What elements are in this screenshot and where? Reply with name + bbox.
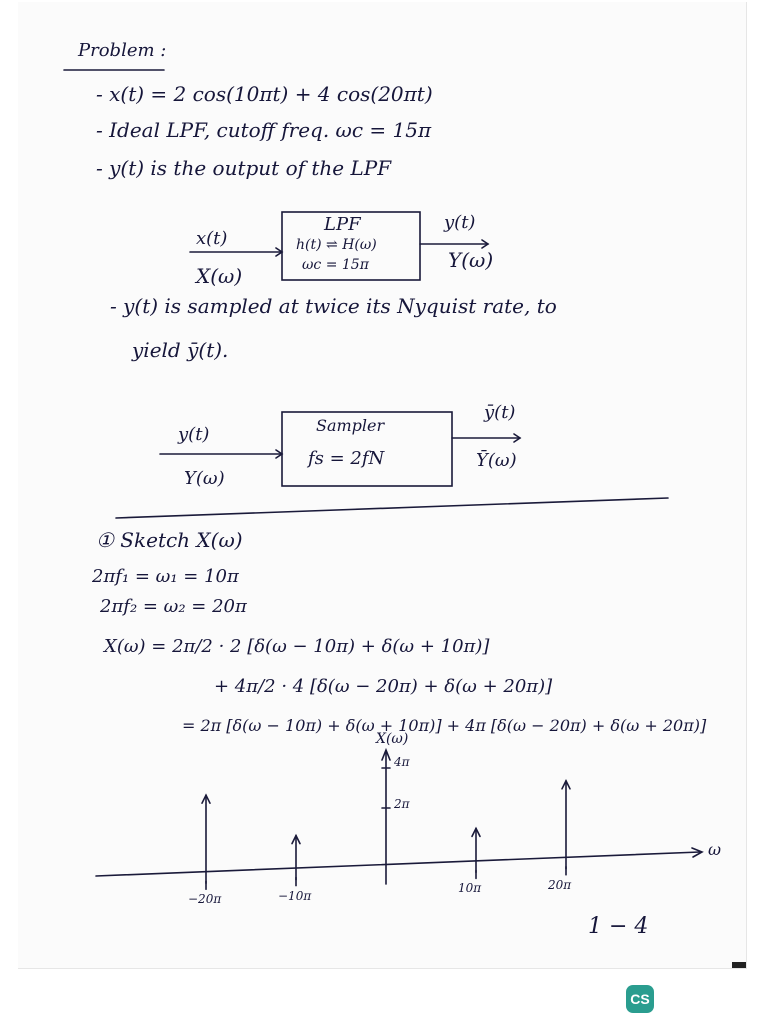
lpf-output-time: y(t) <box>444 212 476 233</box>
omega-axis-arrowhead <box>691 847 704 858</box>
impulse-arrowhead <box>561 779 571 790</box>
lpf-input-arrowhead <box>275 247 284 257</box>
sampler-output-time: ȳ(t) <box>484 402 516 423</box>
lpf-transfer: h(t) ⇌ H(ω) <box>296 237 377 253</box>
impulse-omega-label: −10π <box>278 888 312 903</box>
lpf-output-freq: Y(ω) <box>448 248 494 272</box>
part1-eq-omega2: 2πf₂ = ω₂ = 20π <box>100 596 247 617</box>
sampler-label: Sampler <box>316 416 385 435</box>
corner-mark <box>732 962 746 968</box>
part1-eq-omega1: 2πf₁ = ω₁ = 10π <box>92 566 239 587</box>
lpf-box <box>281 211 421 281</box>
part1-heading: ① Sketch X(ω) <box>96 528 243 552</box>
lpf-label: LPF <box>324 214 361 235</box>
lpf-cutoff: ωc = 15π <box>302 257 369 273</box>
impulse-arrowhead <box>471 826 481 838</box>
camscanner-logo: CS <box>626 985 654 1013</box>
sampling-note-line1: - y(t) is sampled at twice its Nyquist r… <box>110 294 557 318</box>
part1-eq-x-omega-cont: + 4π/2 · 4 [δ(ω − 20π) + δ(ω + 20π)] <box>214 676 553 697</box>
given-signal: - x(t) = 2 cos(10πt) + 4 cos(20πt) <box>96 82 433 106</box>
sampler-input-freq: Y(ω) <box>184 468 225 489</box>
sampler-input-arrowhead <box>275 449 284 459</box>
impulse-omega-label: 10π <box>458 881 482 896</box>
plot-y-label: X(ω) <box>376 731 409 747</box>
page-number: 1 − 4 <box>588 914 649 939</box>
plot-tick-2pi: 2π <box>394 797 410 811</box>
impulse-omega-label: 20π <box>548 877 572 892</box>
part1-eq-result: = 2π [δ(ω − 10π) + δ(ω + 10π)] + 4π [δ(ω… <box>182 716 707 735</box>
lpf-input-freq: X(ω) <box>196 264 243 288</box>
problem-title: Problem : <box>78 40 167 61</box>
sampler-output-arrowhead <box>513 433 522 443</box>
given-filter: - Ideal LPF, cutoff freq. ωc = 15π <box>96 118 432 142</box>
sampler-output-freq: Ȳ(ω) <box>476 450 517 471</box>
impulse-omega-label: −20π <box>188 892 222 907</box>
sampler-input-time: y(t) <box>178 424 210 445</box>
omega-axis <box>95 851 701 877</box>
lpf-output-arrowhead <box>481 239 490 249</box>
section-separator <box>115 497 669 519</box>
sampling-note-line2: yield ȳ(t). <box>132 338 229 362</box>
sampler-box <box>281 411 453 487</box>
sampler-rate: fs = 2fN <box>308 448 385 469</box>
impulse-arrowhead <box>291 833 301 845</box>
plot-x-label: ω <box>708 840 722 859</box>
part1-eq-x-omega: X(ω) = 2π/2 · 2 [δ(ω − 10π) + δ(ω + 10π)… <box>104 636 490 657</box>
plot-tick-4pi: 4π <box>394 755 410 769</box>
lpf-input-time: x(t) <box>196 228 228 249</box>
magnitude-axis-arrowhead <box>381 747 391 761</box>
impulse-arrowhead <box>201 793 211 804</box>
given-output: - y(t) is the output of the LPF <box>96 156 392 180</box>
